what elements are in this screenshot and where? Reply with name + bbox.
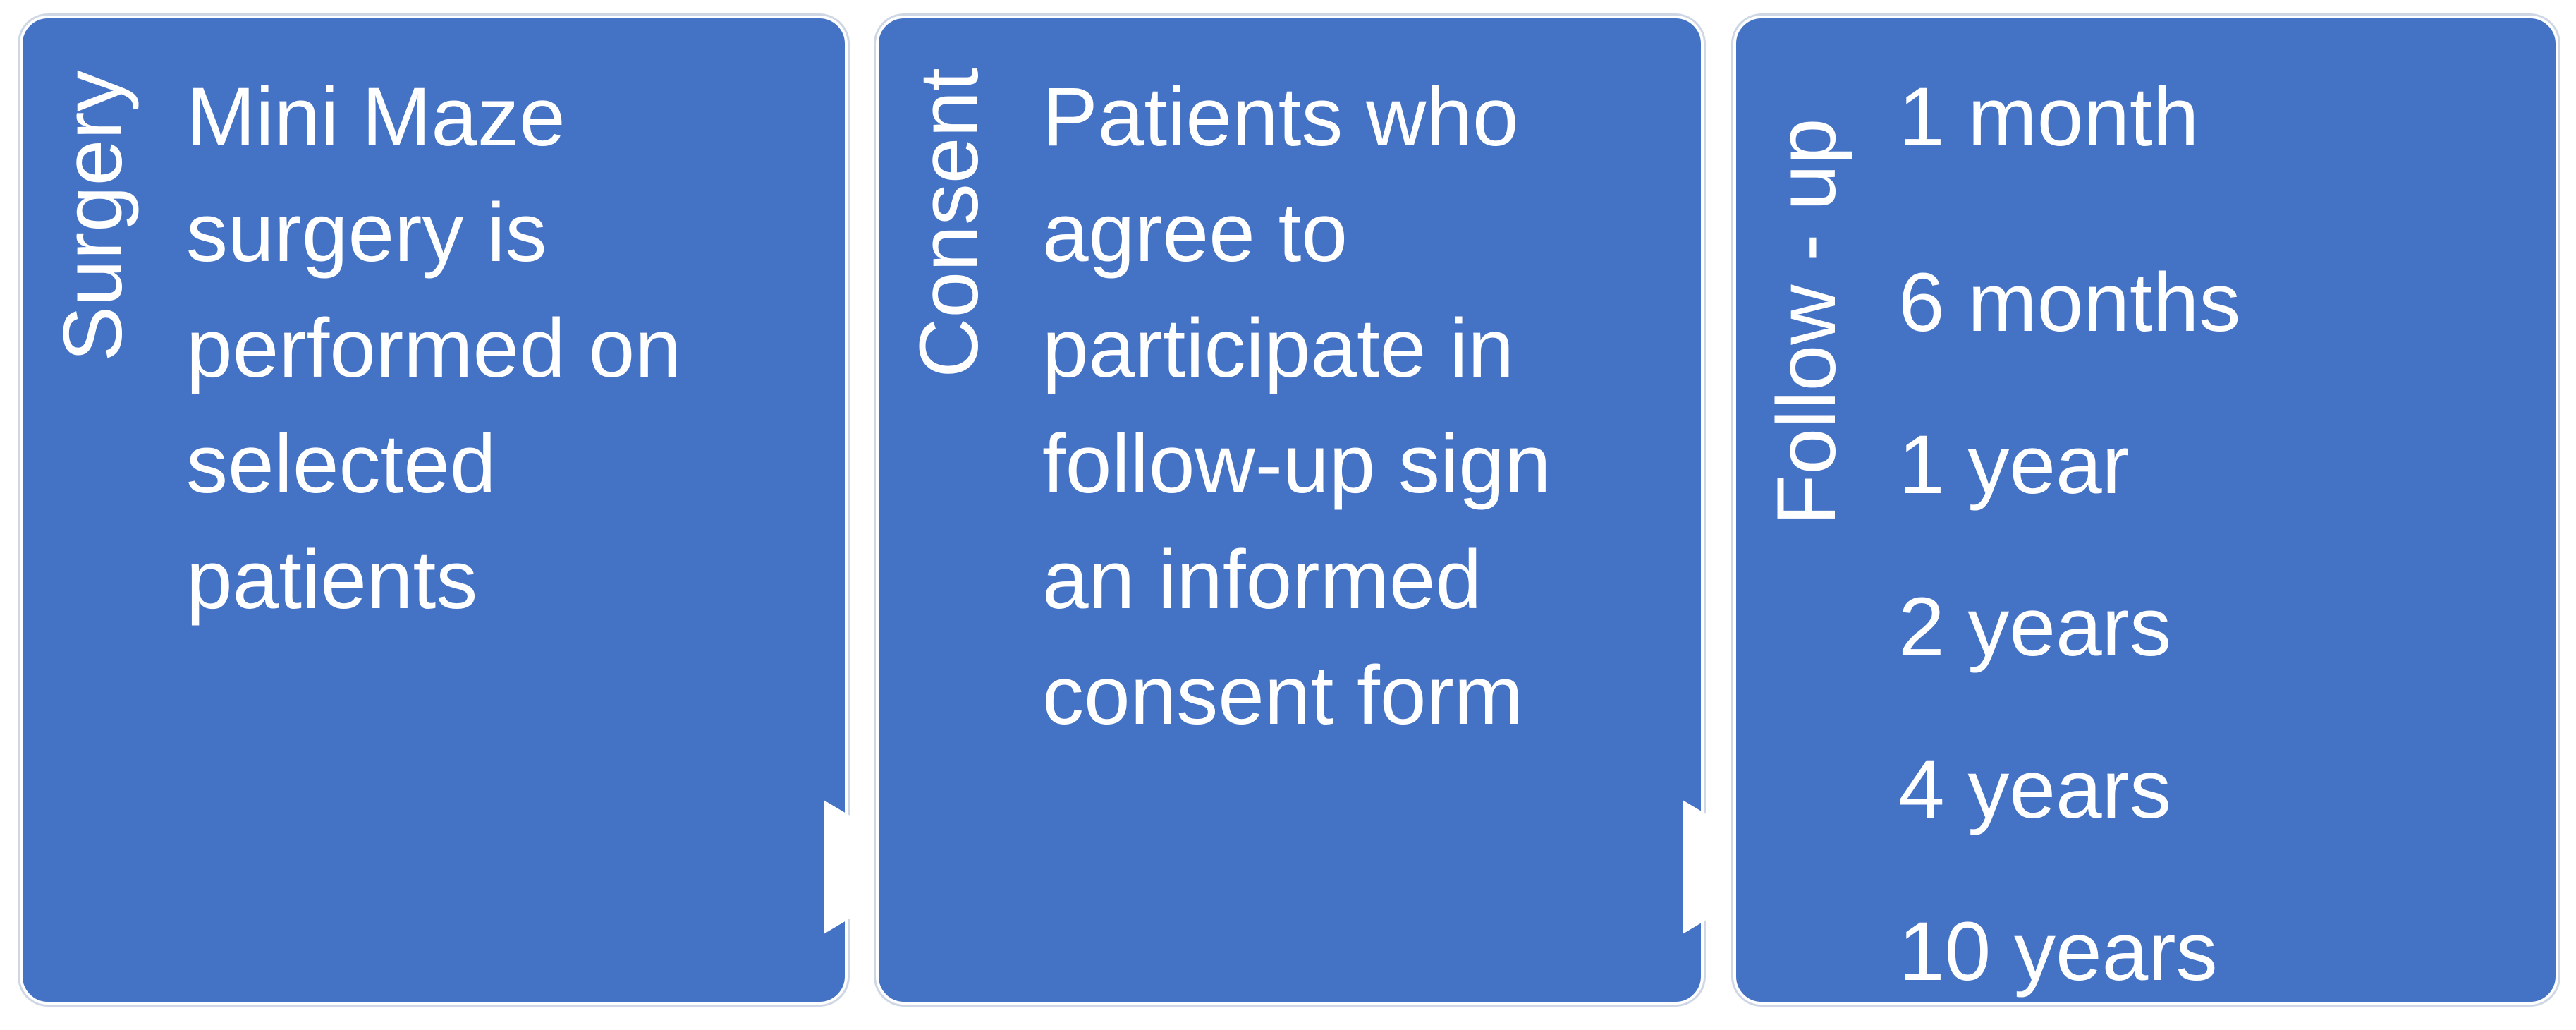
surgery-box: Surgery Mini Maze surgery is performed o… [20,16,848,1005]
followup-item: 10 years [1898,905,2218,998]
consent-description: Patients who agree to participate in fol… [1042,59,1691,753]
followup-item: 4 years [1898,743,2171,836]
surgery-line: selected [186,418,496,511]
consent-line: participate in [1042,302,1515,395]
followup-box: Follow - up 1 month 6 months 1 year 2 ye… [1733,16,2558,1005]
consent-line: Patients who [1042,71,1519,164]
consent-line: an informed [1042,533,1482,626]
consent-line: follow-up sign [1042,418,1551,511]
surgery-line: performed on [186,302,681,395]
consent-heading: Consent [903,68,996,378]
consent-line: consent form [1042,649,1524,742]
followup-item: 1 year [1898,418,2130,511]
followup-heading-container: Follow - up [1736,18,1877,526]
followup-schedule-list: 1 month 6 months 1 year 2 years 4 years … [1898,59,2241,1002]
consent-line: agree to [1042,186,1348,279]
followup-item: 6 months [1898,256,2241,349]
followup-item: 2 years [1898,581,2171,674]
surgery-line: surgery is [186,186,547,279]
consent-heading-container: Consent [879,18,1020,526]
surgery-heading-container: Surgery [23,18,164,456]
followup-heading: Follow - up [1760,118,1853,526]
surgery-line: patients [186,533,478,626]
surgery-line: Mini Maze [186,71,566,164]
followup-item: 1 month [1898,71,2199,164]
surgery-heading: Surgery [47,70,140,362]
consent-box: Consent Patients who agree to participat… [876,16,1704,1005]
surgery-description: Mini Maze surgery is performed on select… [186,59,835,638]
